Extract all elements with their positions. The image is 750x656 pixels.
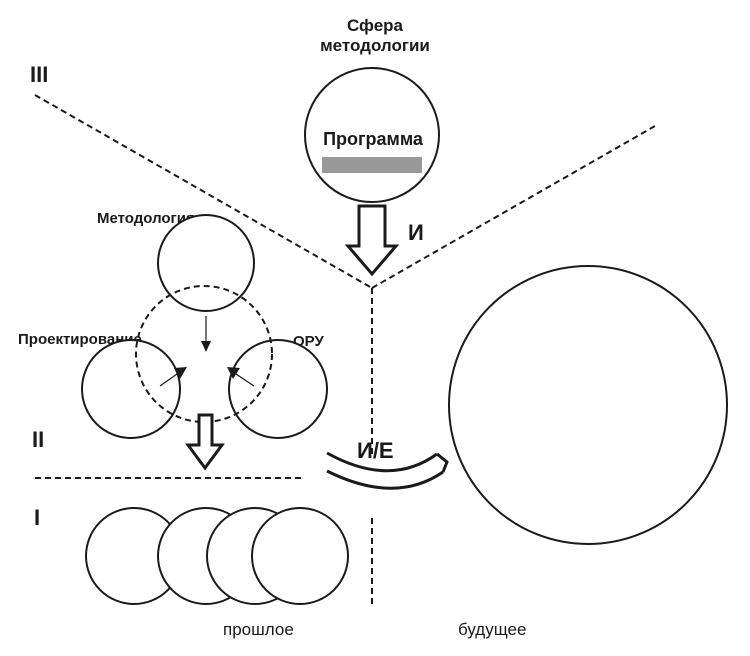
inner-arrow-right-head xyxy=(227,367,240,379)
curved-arrow-head xyxy=(436,452,449,473)
inner-arrow-right-line xyxy=(235,373,255,387)
cluster-dashed-circle xyxy=(135,285,273,423)
past-label: прошлое xyxy=(223,620,294,639)
design-circle xyxy=(81,339,181,439)
zone-label-i: I xyxy=(34,505,40,530)
future-circle xyxy=(448,265,728,545)
sphere-title-line2: методологии xyxy=(320,36,430,55)
hollow-arrow-bottom xyxy=(185,413,225,471)
history-circle-4 xyxy=(251,507,349,605)
sphere-title-line1: Сфера xyxy=(347,16,404,35)
oru-circle xyxy=(228,339,328,439)
curved-arrow xyxy=(326,451,444,490)
future-label: будущее xyxy=(458,620,526,639)
inner-arrow-left-line xyxy=(159,373,178,387)
zone-label-ii: II xyxy=(32,427,44,452)
inner-arrow-down-head xyxy=(201,341,211,352)
program-label: Программа xyxy=(323,129,424,149)
hollow-arrow-top xyxy=(344,204,400,277)
inner-arrow-left-head xyxy=(174,367,187,379)
methodology-label: Методология xyxy=(97,210,195,227)
curved-arrow-label: И/Е xyxy=(357,438,394,463)
dashed-line-upper-right xyxy=(371,125,656,289)
zone-label-iii: III xyxy=(30,62,48,87)
top-arrow-label: И xyxy=(408,220,424,245)
program-bar xyxy=(322,157,422,173)
methodology-circle xyxy=(157,214,255,312)
dashed-line-upper-left xyxy=(34,94,373,289)
